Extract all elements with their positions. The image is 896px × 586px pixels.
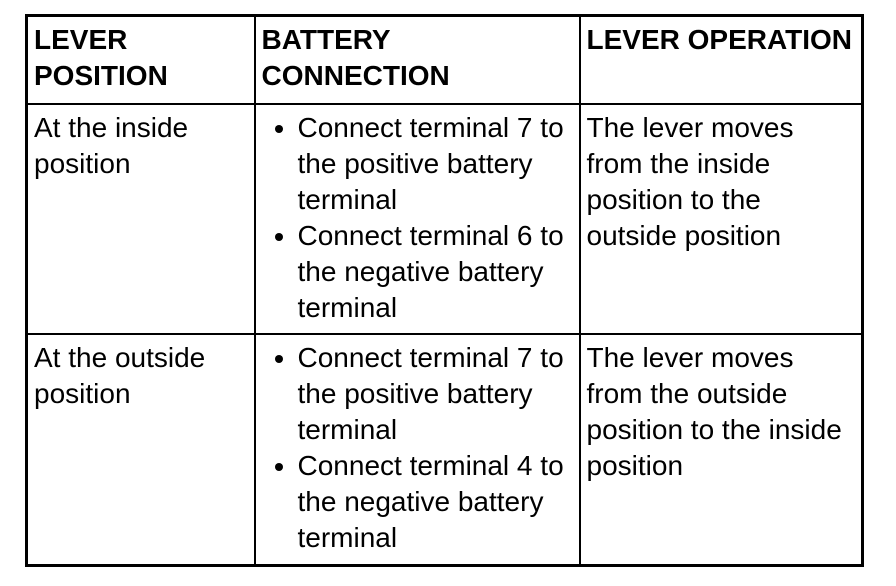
connection-list: Connect terminal 7 to the positive batte…: [262, 340, 573, 556]
connection-item: Connect terminal 6 to the negative batte…: [298, 218, 573, 326]
table-row: At the outside position Connect terminal…: [25, 332, 864, 567]
column-header-battery-connection: BATTERY CONNECTION: [253, 14, 581, 105]
cell-lever-operation: The lever moves from the outside positio…: [578, 332, 864, 567]
cell-lever-position: At the inside position: [25, 102, 256, 335]
connection-item: Connect terminal 7 to the positive batte…: [298, 110, 573, 218]
header-row: LEVER POSITION BATTERY CONNECTION LEVER …: [25, 14, 864, 105]
cell-battery-connection: Connect terminal 7 to the positive batte…: [253, 332, 581, 567]
connection-list: Connect terminal 7 to the positive batte…: [262, 110, 573, 326]
connection-item: Connect terminal 7 to the positive batte…: [298, 340, 573, 448]
cell-battery-connection: Connect terminal 7 to the positive batte…: [253, 102, 581, 335]
cell-lever-position: At the outside position: [25, 332, 256, 567]
connection-item: Connect terminal 4 to the negative batte…: [298, 448, 573, 556]
column-header-lever-operation: LEVER OPERATION: [578, 14, 864, 105]
cell-lever-operation: The lever moves from the inside position…: [578, 102, 864, 335]
table-row: At the inside position Connect terminal …: [25, 102, 864, 335]
column-header-lever-position: LEVER POSITION: [25, 14, 256, 105]
lever-operation-table: LEVER POSITION BATTERY CONNECTION LEVER …: [25, 14, 864, 567]
